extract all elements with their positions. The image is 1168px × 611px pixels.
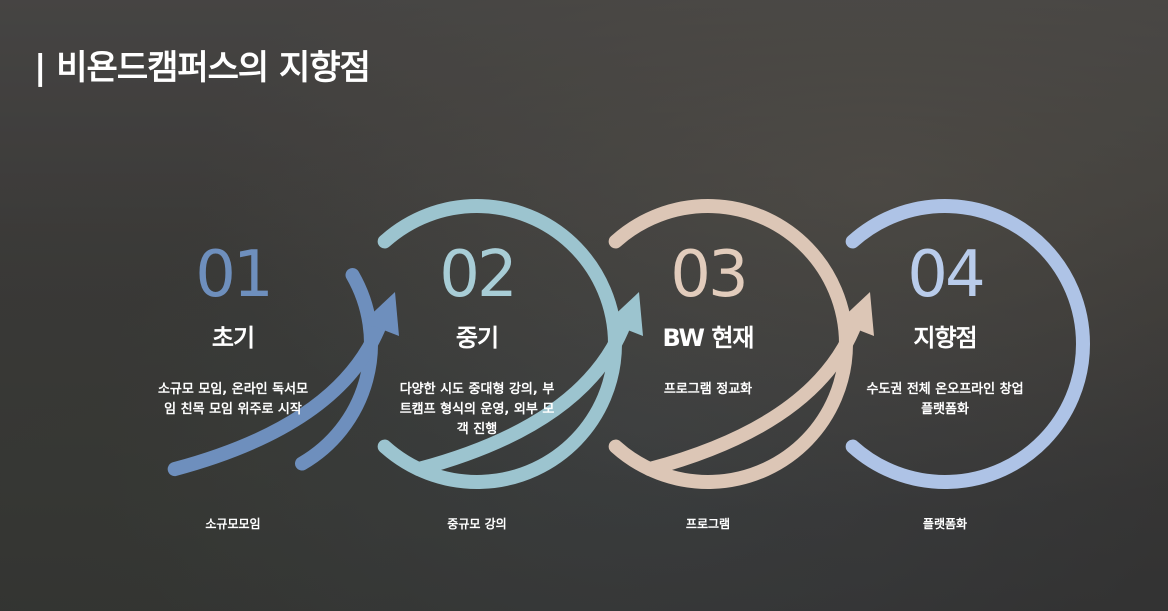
- stage-description: 프로그램 정교화: [663, 382, 753, 397]
- ring-arc-1: [295, 268, 378, 471]
- page-title: | 비욘드캠퍼스의 지향점: [34, 48, 371, 88]
- ring-connector-2: [411, 315, 632, 477]
- stage-tag: 프로그램: [685, 517, 731, 531]
- arrow-head-icon: [607, 292, 643, 336]
- ring-connector-1: [167, 315, 388, 477]
- stage-number: 02: [439, 238, 517, 312]
- ring-connector-3: [642, 315, 863, 477]
- stage-description: 소규모 모임, 온라인 독서모임 친목 모임 위주로 시작: [157, 382, 309, 417]
- stage-description: 다양한 시도 중대형 강의, 부트캠프 형식의 운영, 외부 모객 진행: [399, 382, 555, 437]
- stage-tag: 소규모모임: [205, 517, 261, 531]
- stage-label: 중기: [455, 324, 499, 352]
- stage-number: 01: [195, 238, 273, 312]
- arrow-head-icon: [363, 292, 399, 336]
- stage-label: 지향점: [913, 324, 977, 352]
- stage-label: 초기: [211, 324, 255, 352]
- ring-arc-4: [845, 199, 1090, 489]
- stage-tag: 중규모 강의: [447, 517, 507, 531]
- stage-description: 수도권 전체 온오프라인 창업 플랫폼화: [866, 382, 1024, 417]
- arrow-head-icon: [838, 292, 874, 336]
- stage-label: BW 현재: [662, 324, 755, 352]
- stage-tag: 플랫폼화: [922, 517, 968, 531]
- stage-number: 03: [670, 238, 748, 312]
- stage-number: 04: [907, 238, 985, 312]
